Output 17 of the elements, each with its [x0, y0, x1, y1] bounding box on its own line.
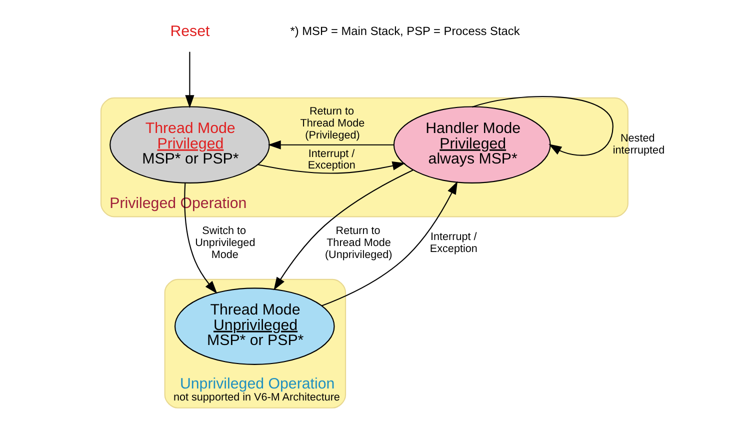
edge-label: Nested interrupted [612, 132, 665, 157]
arrow [258, 161, 406, 174]
node-ellipse: Thread Mode Privileged MSP* or PSP* [110, 106, 270, 184]
arrow [274, 170, 414, 290]
edge-label: Interrupt / Exception [308, 148, 356, 172]
node-text: Reset [170, 22, 210, 40]
node-ellipse: Thread Mode Unprivileged MSP* or PSP* [174, 288, 335, 365]
edge-label: Return to Thread Mode (Privileged) [300, 106, 365, 142]
edge-label: Switch to Unprivileged Mode [195, 224, 256, 261]
label: *) MSP = Main Stack, PSP = Process Stack [290, 24, 520, 38]
arrow [472, 96, 614, 156]
node-ellipse: Handler Mode Privileged always MSP* [393, 106, 551, 184]
edge-label: Interrupt / Exception [430, 230, 478, 255]
arrow [185, 52, 194, 108]
arrow [268, 140, 394, 150]
edge-label: Return to Thread Mode (Unprivileged) [324, 224, 392, 261]
arrow [322, 181, 458, 306]
